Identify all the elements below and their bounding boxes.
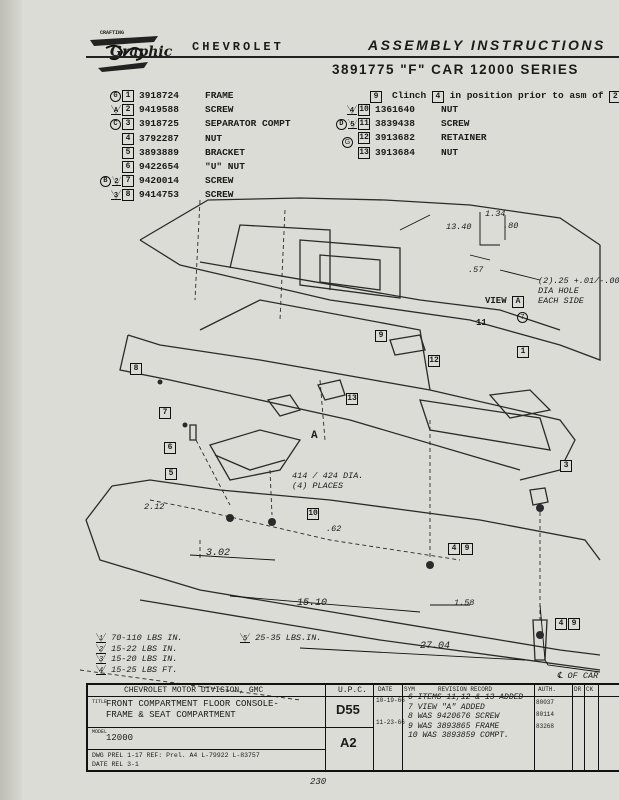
callout-box: 9 <box>461 543 473 555</box>
torque-row: 1 70-110 LBS IN. <box>96 633 183 644</box>
triangle-marker-icon: 3 <box>111 190 121 201</box>
console-top-edge <box>139 197 601 246</box>
circle-marker-icon: 7 <box>517 312 528 323</box>
dimension-label: 27.04 <box>420 641 451 652</box>
circle-marker-icon: G <box>342 137 353 148</box>
car-center-line <box>539 604 601 673</box>
callout-box: 7 <box>159 407 171 419</box>
document-subtitle: 3891775 "F" CAR 12000 SERIES <box>332 62 579 77</box>
title-block: CHEVROLET MOTOR DIVISION, GMC U.P.C. DAT… <box>86 683 619 772</box>
logo-small-text: CRAFTING <box>100 30 125 36</box>
callout-box: 10 <box>307 508 319 520</box>
console-rear-compartment <box>419 399 551 451</box>
triangle-marker-icon: 3 <box>96 654 106 664</box>
document-title: ASSEMBLY INSTRUCTIONS <box>368 37 606 53</box>
dimension-label: .62 <box>326 524 342 534</box>
callout-box: 4 <box>555 618 567 630</box>
dimension-label: 15.10 <box>297 598 328 609</box>
circle-marker-icon: G <box>110 90 121 102</box>
triangle-marker-icon: 1 <box>96 633 106 643</box>
triangle-marker-icon: 4 <box>347 105 357 116</box>
title-block-division: CHEVROLET MOTOR DIVISION, GMC <box>124 686 264 695</box>
callout-box: 1 <box>517 346 529 358</box>
floor-panel-front <box>127 334 576 481</box>
title-block-model: 12000 <box>106 733 134 743</box>
header-rule <box>86 56 619 58</box>
separator-part <box>266 394 302 417</box>
circle-marker-icon: D <box>336 118 347 130</box>
torque-row: 4 15-25 LBS FT. <box>96 664 183 676</box>
callout-box: 8 <box>130 363 142 375</box>
dimension-label: .80 <box>503 221 519 231</box>
dimension-label: 1.58 <box>454 598 475 608</box>
dimension-line-302 <box>189 554 276 561</box>
callout-box: 9 <box>375 330 387 342</box>
triangle-marker-icon: A <box>111 105 121 116</box>
torque-spec-extra: 5 25-35 LBS.IN. <box>240 633 321 643</box>
triangle-marker-icon: 2 <box>96 643 106 654</box>
callout-box: 4 <box>448 543 460 555</box>
title-block-name: FRONT COMPARTMENT FLOOR CONSOLE-FRAME & … <box>106 699 279 720</box>
torque-row: 3 15-20 LBS IN. <box>96 654 183 665</box>
view-a-label: VIEW A <box>485 296 525 308</box>
page-binding-edge <box>0 0 22 800</box>
torque-specs: 1 70-110 LBS IN. 2 15-22 LBS IN. 3 15-20… <box>96 633 183 675</box>
dimension-label: 13.40 <box>446 222 472 232</box>
callout-box: 5 <box>165 468 177 480</box>
triangle-marker-icon: 5 <box>347 119 358 130</box>
torque-row: 2 15-22 LBS IN. <box>96 643 183 655</box>
callout-box: 13 <box>346 393 358 405</box>
console-side-edge <box>139 239 601 361</box>
dimension-label: .57 <box>468 265 484 275</box>
circle-marker-icon: B <box>100 175 111 187</box>
triangle-marker-icon: 4 <box>96 664 106 675</box>
view-a-marker-label: A <box>311 430 318 442</box>
brand-name: CHEVROLET <box>192 40 284 54</box>
callout-box: 6 <box>164 442 176 454</box>
callout-box: 3 <box>560 460 572 472</box>
page-number: 230 <box>310 777 327 787</box>
triangle-marker-icon: 5 <box>240 633 250 643</box>
crafting-graphic-logo <box>90 36 158 72</box>
car-center-label: ℄ OF CAR <box>557 671 599 681</box>
dimension-label: 1.34 <box>485 209 506 219</box>
callout-box: 12 <box>428 355 440 367</box>
dimension-label: 3.02 <box>206 548 231 559</box>
callout-label: 11 <box>476 318 487 328</box>
triangle-marker-icon: 2 <box>111 176 122 187</box>
callout-box: 9 <box>568 618 580 630</box>
floor-base-lower <box>85 485 601 656</box>
title-block-code-a2: A2 <box>340 735 357 750</box>
floor-base-edge <box>111 479 601 561</box>
title-block-code-d55: D55 <box>336 702 360 717</box>
console-opening <box>299 239 401 299</box>
circle-marker-icon: C <box>110 118 121 130</box>
dia-places-note: 414 / 424 DIA.(4) PLACES <box>292 471 364 491</box>
title-block-upc-header: U.P.C. <box>338 686 367 695</box>
dimension-label: 2.12 <box>144 502 165 512</box>
bracket-outline <box>209 429 302 481</box>
revision-record: 6 ITEMS 11,12 & 13 ADDED 7 VIEW "A" ADDE… <box>408 693 524 741</box>
